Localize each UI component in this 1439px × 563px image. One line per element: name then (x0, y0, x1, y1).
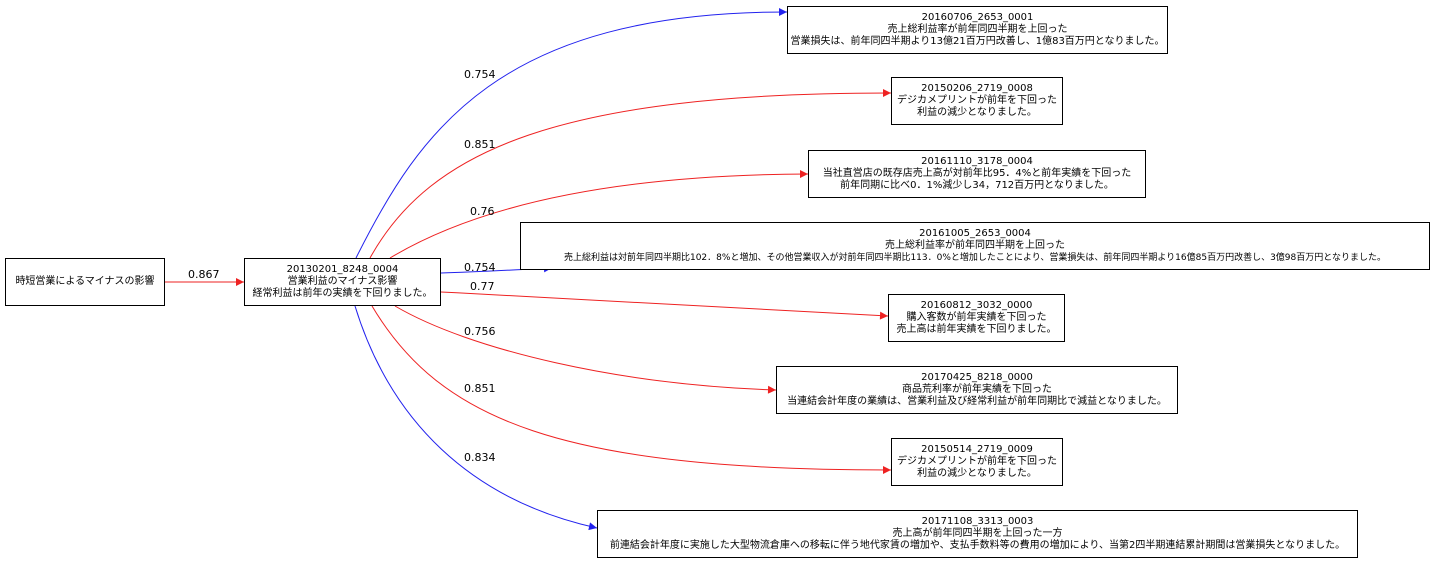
node-t6-line-1: 20170425_8218_0000 (921, 372, 1033, 383)
edge-label-center-t6: 0.756 (464, 325, 496, 338)
node-center: 20130201_8248_0004 営業利益のマイナス影響 経常利益は前年の実… (244, 258, 441, 306)
node-t5-line-1: 20160812_3032_0000 (920, 300, 1033, 311)
node-t3: 20161110_3178_0004 当社直営店の既存店売上高が対前年比95．4… (808, 150, 1146, 198)
edge-label-center-t8: 0.834 (464, 451, 496, 464)
edge-label-center-t2: 0.851 (464, 138, 496, 151)
node-t2: 20150206_2719_0008 デジカメプリントが前年を下回った 利益の減… (891, 77, 1063, 125)
node-t1-line-2: 売上総利益率が前年同四半期を上回った (887, 24, 1068, 35)
node-t7: 20150514_2719_0009 デジカメプリントが前年を下回った 利益の減… (891, 438, 1063, 486)
node-t6: 20170425_8218_0000 商品荒利率が前年実績を下回った 当連結会計… (776, 366, 1178, 414)
node-t2-line-3: 利益の減少となりました。 (917, 107, 1037, 118)
node-center-line-3: 経常利益は前年の実績を下回りました。 (252, 288, 433, 299)
node-t4-line-3: 売上総利益は対前年同四半期比102．8%と増加、その他営業収入が対前年同四半期比… (563, 253, 1386, 263)
node-t1-line-3: 営業損失は、前年同四半期より13億21百万円改善し、1億83百万円となりました。 (790, 36, 1165, 47)
edge-label-center-t7: 0.851 (464, 382, 496, 395)
node-t4-line-2: 売上総利益率が前年同四半期を上回った (885, 240, 1065, 251)
node-root-line-1: 時短営業によるマイナスの影響 (15, 276, 155, 287)
node-t6-line-3: 当連結会計年度の業績は、営業利益及び経常利益が前年同期比で減益となりました。 (787, 396, 1167, 407)
node-t8: 20171108_3313_0003 売上高が前年同四半期を上回った一方 前連結… (597, 510, 1358, 558)
node-t4: 20161005_2653_0004 売上総利益率が前年同四半期を上回った 売上… (520, 222, 1430, 270)
edge-label-center-t5: 0.77 (470, 280, 495, 293)
edge-center-t7 (371, 305, 892, 474)
node-root: 時短営業によるマイナスの影響 (5, 258, 165, 306)
node-t7-line-3: 利益の減少となりました。 (917, 468, 1037, 479)
node-t8-line-2: 売上高が前年同四半期を上回った一方 (892, 528, 1063, 539)
node-t6-line-2: 商品荒利率が前年実績を下回った (902, 384, 1052, 395)
node-t2-line-1: 20150206_2719_0008 (921, 83, 1033, 94)
edge-center-t2 (369, 89, 892, 259)
node-t7-line-2: デジカメプリントが前年を下回った (897, 456, 1057, 467)
node-t8-line-3: 前連結会計年度に実施した大型物流倉庫への移転に伴う地代家賃の増加や、支払手数料等… (609, 540, 1346, 551)
node-t5: 20160812_3032_0000 購入客数が前年実績を下回った 売上高は前年… (888, 294, 1065, 342)
edge-label-center-t4: 0.754 (464, 261, 496, 274)
node-t1-line-1: 20160706_2653_0001 (921, 12, 1034, 23)
edge-label-root-center: 0.867 (188, 268, 220, 281)
node-t4-line-1: 20161005_2653_0004 (919, 228, 1031, 239)
node-t3-line-1: 20161110_3178_0004 (921, 156, 1033, 167)
edge-center-t3 (389, 170, 809, 259)
node-t3-line-2: 当社直営店の既存店売上高が対前年比95．4%と前年実績を下回った (822, 168, 1132, 179)
edge-center-t8 (354, 305, 598, 531)
node-t5-line-2: 購入客数が前年実績を下回った (906, 312, 1047, 323)
node-t1: 20160706_2653_0001 売上総利益率が前年同四半期を上回った 営業… (787, 6, 1168, 54)
node-t2-line-2: デジカメプリントが前年を下回った (897, 95, 1057, 106)
edge-label-center-t3: 0.76 (470, 205, 495, 218)
node-center-line-1: 20130201_8248_0004 (286, 264, 399, 275)
node-center-line-2: 営業利益のマイナス影響 (287, 276, 398, 287)
edge-center-t5 (440, 291, 889, 320)
node-t7-line-1: 20150514_2719_0009 (921, 444, 1033, 455)
node-t3-line-3: 前年同期に比べ0．1%減少し34，712百万円となりました。 (840, 180, 1114, 191)
node-t8-line-1: 20171108_3313_0003 (921, 516, 1034, 527)
edge-center-t6 (394, 305, 777, 394)
edge-center-t1 (355, 8, 788, 259)
edge-label-center-t1: 0.754 (464, 68, 496, 81)
node-t5-line-3: 売上高は前年実績を下回りました。 (896, 324, 1057, 335)
